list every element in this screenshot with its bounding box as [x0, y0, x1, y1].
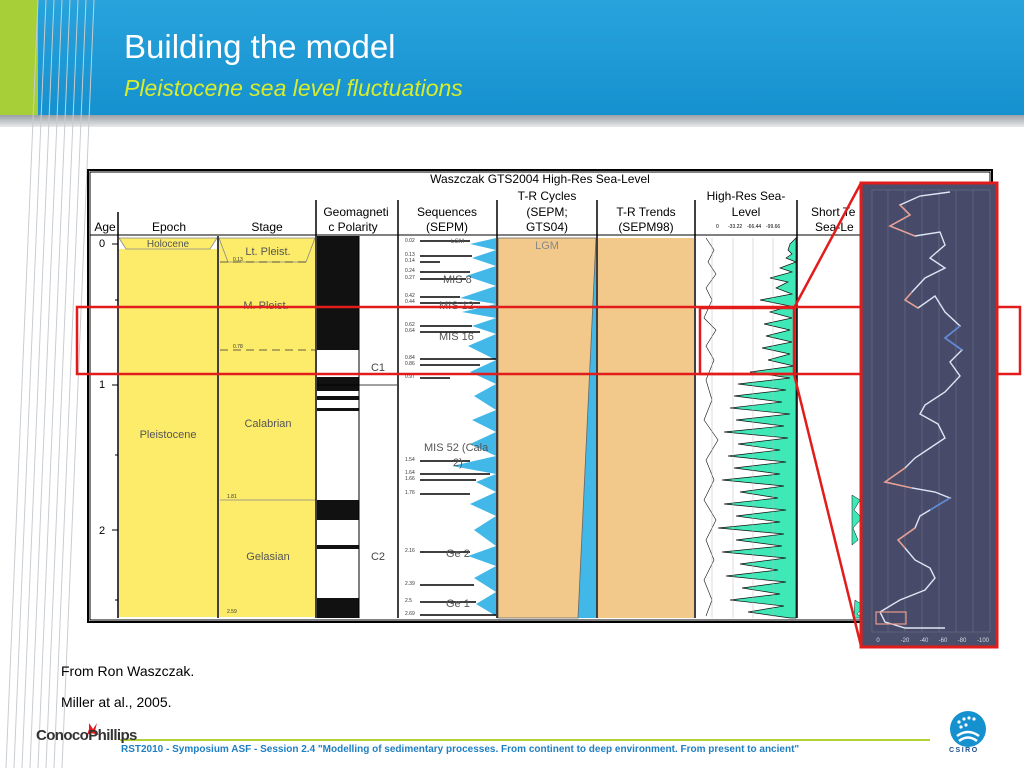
seq-age-19: 2.69 — [405, 611, 415, 617]
seq-age-5: 0.42 — [405, 293, 415, 299]
inset-axis-0: 0 — [876, 638, 880, 644]
stage-age-259: 2.59 — [227, 609, 237, 615]
col-trend-1: T-R Trends — [616, 205, 675, 219]
conocophillips-wordmark: ConocoPhillips — [36, 727, 137, 744]
highlight-band — [75, 305, 1022, 376]
stage-gelasian: Gelasian — [246, 551, 289, 563]
seq-mis8: MIS 8 — [443, 274, 472, 286]
inset-axis-1: -20 — [901, 638, 910, 644]
epoch-pleistocene-band — [119, 249, 217, 617]
seq-mis52-1: MIS 52 (Cala — [424, 442, 489, 454]
col-epoch: Epoch — [152, 220, 186, 234]
hires-scale-1: -33.22 — [728, 224, 742, 230]
header-shadow — [0, 115, 1024, 127]
seq-age-17: 2.39 — [405, 581, 415, 587]
hires-scale-2: -66.44 — [747, 224, 761, 230]
seq-age-13: 1.64 — [405, 470, 415, 476]
age-tick-0: 0 — [99, 238, 105, 250]
hires-sea-level-column — [696, 236, 797, 619]
col-seq-1: Sequences — [417, 205, 477, 219]
seq-age-0: 0.02 — [405, 238, 415, 244]
seq-mis52-2: 2) — [453, 457, 463, 469]
seq-age-3: 0.24 — [405, 268, 415, 274]
epoch-holocene: Holocene — [147, 239, 190, 250]
hires-scale-0: 0 — [716, 224, 719, 230]
seq-ge2: Ge 2 — [446, 548, 470, 560]
highlight-box — [698, 306, 796, 376]
stage-age-078: 0.78 — [233, 344, 243, 350]
polarity-c2: C2 — [371, 551, 385, 563]
stage-band — [219, 238, 315, 617]
col-stage: Stage — [251, 220, 283, 234]
conoco-star-icon — [87, 723, 99, 735]
col-geomag-1: Geomagneti — [323, 205, 388, 219]
col-tr-3: GTS04) — [526, 220, 568, 234]
inset-axis-2: -40 — [920, 638, 929, 644]
seq-age-2: 0.14 — [405, 258, 415, 264]
csiro-wordmark: CSIRO — [949, 747, 979, 754]
zoom-line-top — [792, 182, 863, 309]
geomagnetic-polarity-column — [317, 236, 397, 618]
seq-age-6: 0.44 — [405, 299, 415, 305]
epoch-holocene-band — [118, 237, 218, 250]
col-tr-1: T-R Cycles — [518, 189, 577, 203]
footer-divider — [120, 739, 930, 741]
seq-age-14: 1.66 — [405, 476, 415, 482]
seq-age-18: 2.5 — [405, 598, 412, 604]
short-term-sea-level — [851, 494, 863, 546]
inset-panel — [859, 181, 999, 649]
inset-axis-4: -80 — [958, 638, 967, 644]
seq-age-7: 0.62 — [405, 322, 415, 328]
epoch-pleistocene: Pleistocene — [140, 429, 197, 441]
col-tr-2: (SEPM; — [526, 205, 567, 219]
figure-main-title: Waszczak GTS2004 High-Res Sea-Level — [430, 172, 650, 186]
seq-age-4: 0.27 — [405, 275, 415, 281]
col-trend-2: (SEPM98) — [618, 220, 673, 234]
tr-trends-band — [598, 238, 694, 618]
stage-calabrian: Calabrian — [244, 418, 291, 430]
sequence-boundaries — [420, 240, 496, 616]
footer-text: RST2010 - Symposium ASF - Session 2.4 "M… — [121, 744, 800, 755]
caption-reference: Miller at al., 2005. — [61, 694, 172, 710]
stage-age-013: 0.13 — [233, 257, 243, 263]
zoom-line-bottom — [792, 373, 863, 647]
seq-age-16: 2.16 — [405, 548, 415, 554]
csiro-emblem-icon — [950, 711, 986, 747]
tr-lgm: LGM — [535, 240, 559, 252]
seq-mis16: MIS 16 — [439, 331, 474, 343]
conocophillips-logo — [87, 723, 99, 735]
age-tick-2: 2 — [99, 525, 105, 537]
seq-age-11: 0.97 — [405, 374, 415, 380]
slide-header — [0, 0, 1024, 115]
stage-lt-pleist: Lt. Pleist. — [245, 246, 290, 258]
slide-title: Building the model — [124, 28, 396, 65]
inset-sea-level-curve — [879, 191, 964, 629]
polarity-c1: C1 — [371, 362, 385, 374]
col-hires-1: High-Res Sea- — [707, 189, 786, 203]
col-geomag-2: c Polarity — [328, 220, 377, 234]
csiro-logo — [950, 711, 986, 747]
seq-age-12: 1.54 — [405, 457, 415, 463]
inset-axis-3: -60 — [939, 638, 948, 644]
col-short-2: Sea-Le — [815, 220, 854, 234]
seq-age-9: 0.84 — [405, 355, 415, 361]
sequences-zigzag — [452, 238, 496, 616]
age-tick-1: 1 — [99, 379, 105, 391]
seq-lgm: LGM — [451, 239, 464, 245]
hires-scale-3: -99.66 — [766, 224, 780, 230]
slide-subtitle: Pleistocene sea level fluctuations — [124, 75, 463, 101]
inset-axis-5: -100 — [977, 638, 990, 644]
seq-ge1: Ge 1 — [446, 598, 470, 610]
col-hires-2: Level — [732, 205, 761, 219]
caption-source: From Ron Waszczak. — [61, 663, 195, 679]
col-age: Age — [94, 220, 116, 234]
stage-age-181: 1.81 — [227, 494, 237, 500]
col-seq-2: (SEPM) — [426, 220, 468, 234]
tr-cycles-wedge — [497, 237, 597, 619]
seq-age-10: 0.86 — [405, 361, 415, 367]
seq-age-15: 1.76 — [405, 490, 415, 496]
seq-age-8: 0.64 — [405, 328, 415, 334]
seq-age-1: 0.13 — [405, 252, 415, 258]
